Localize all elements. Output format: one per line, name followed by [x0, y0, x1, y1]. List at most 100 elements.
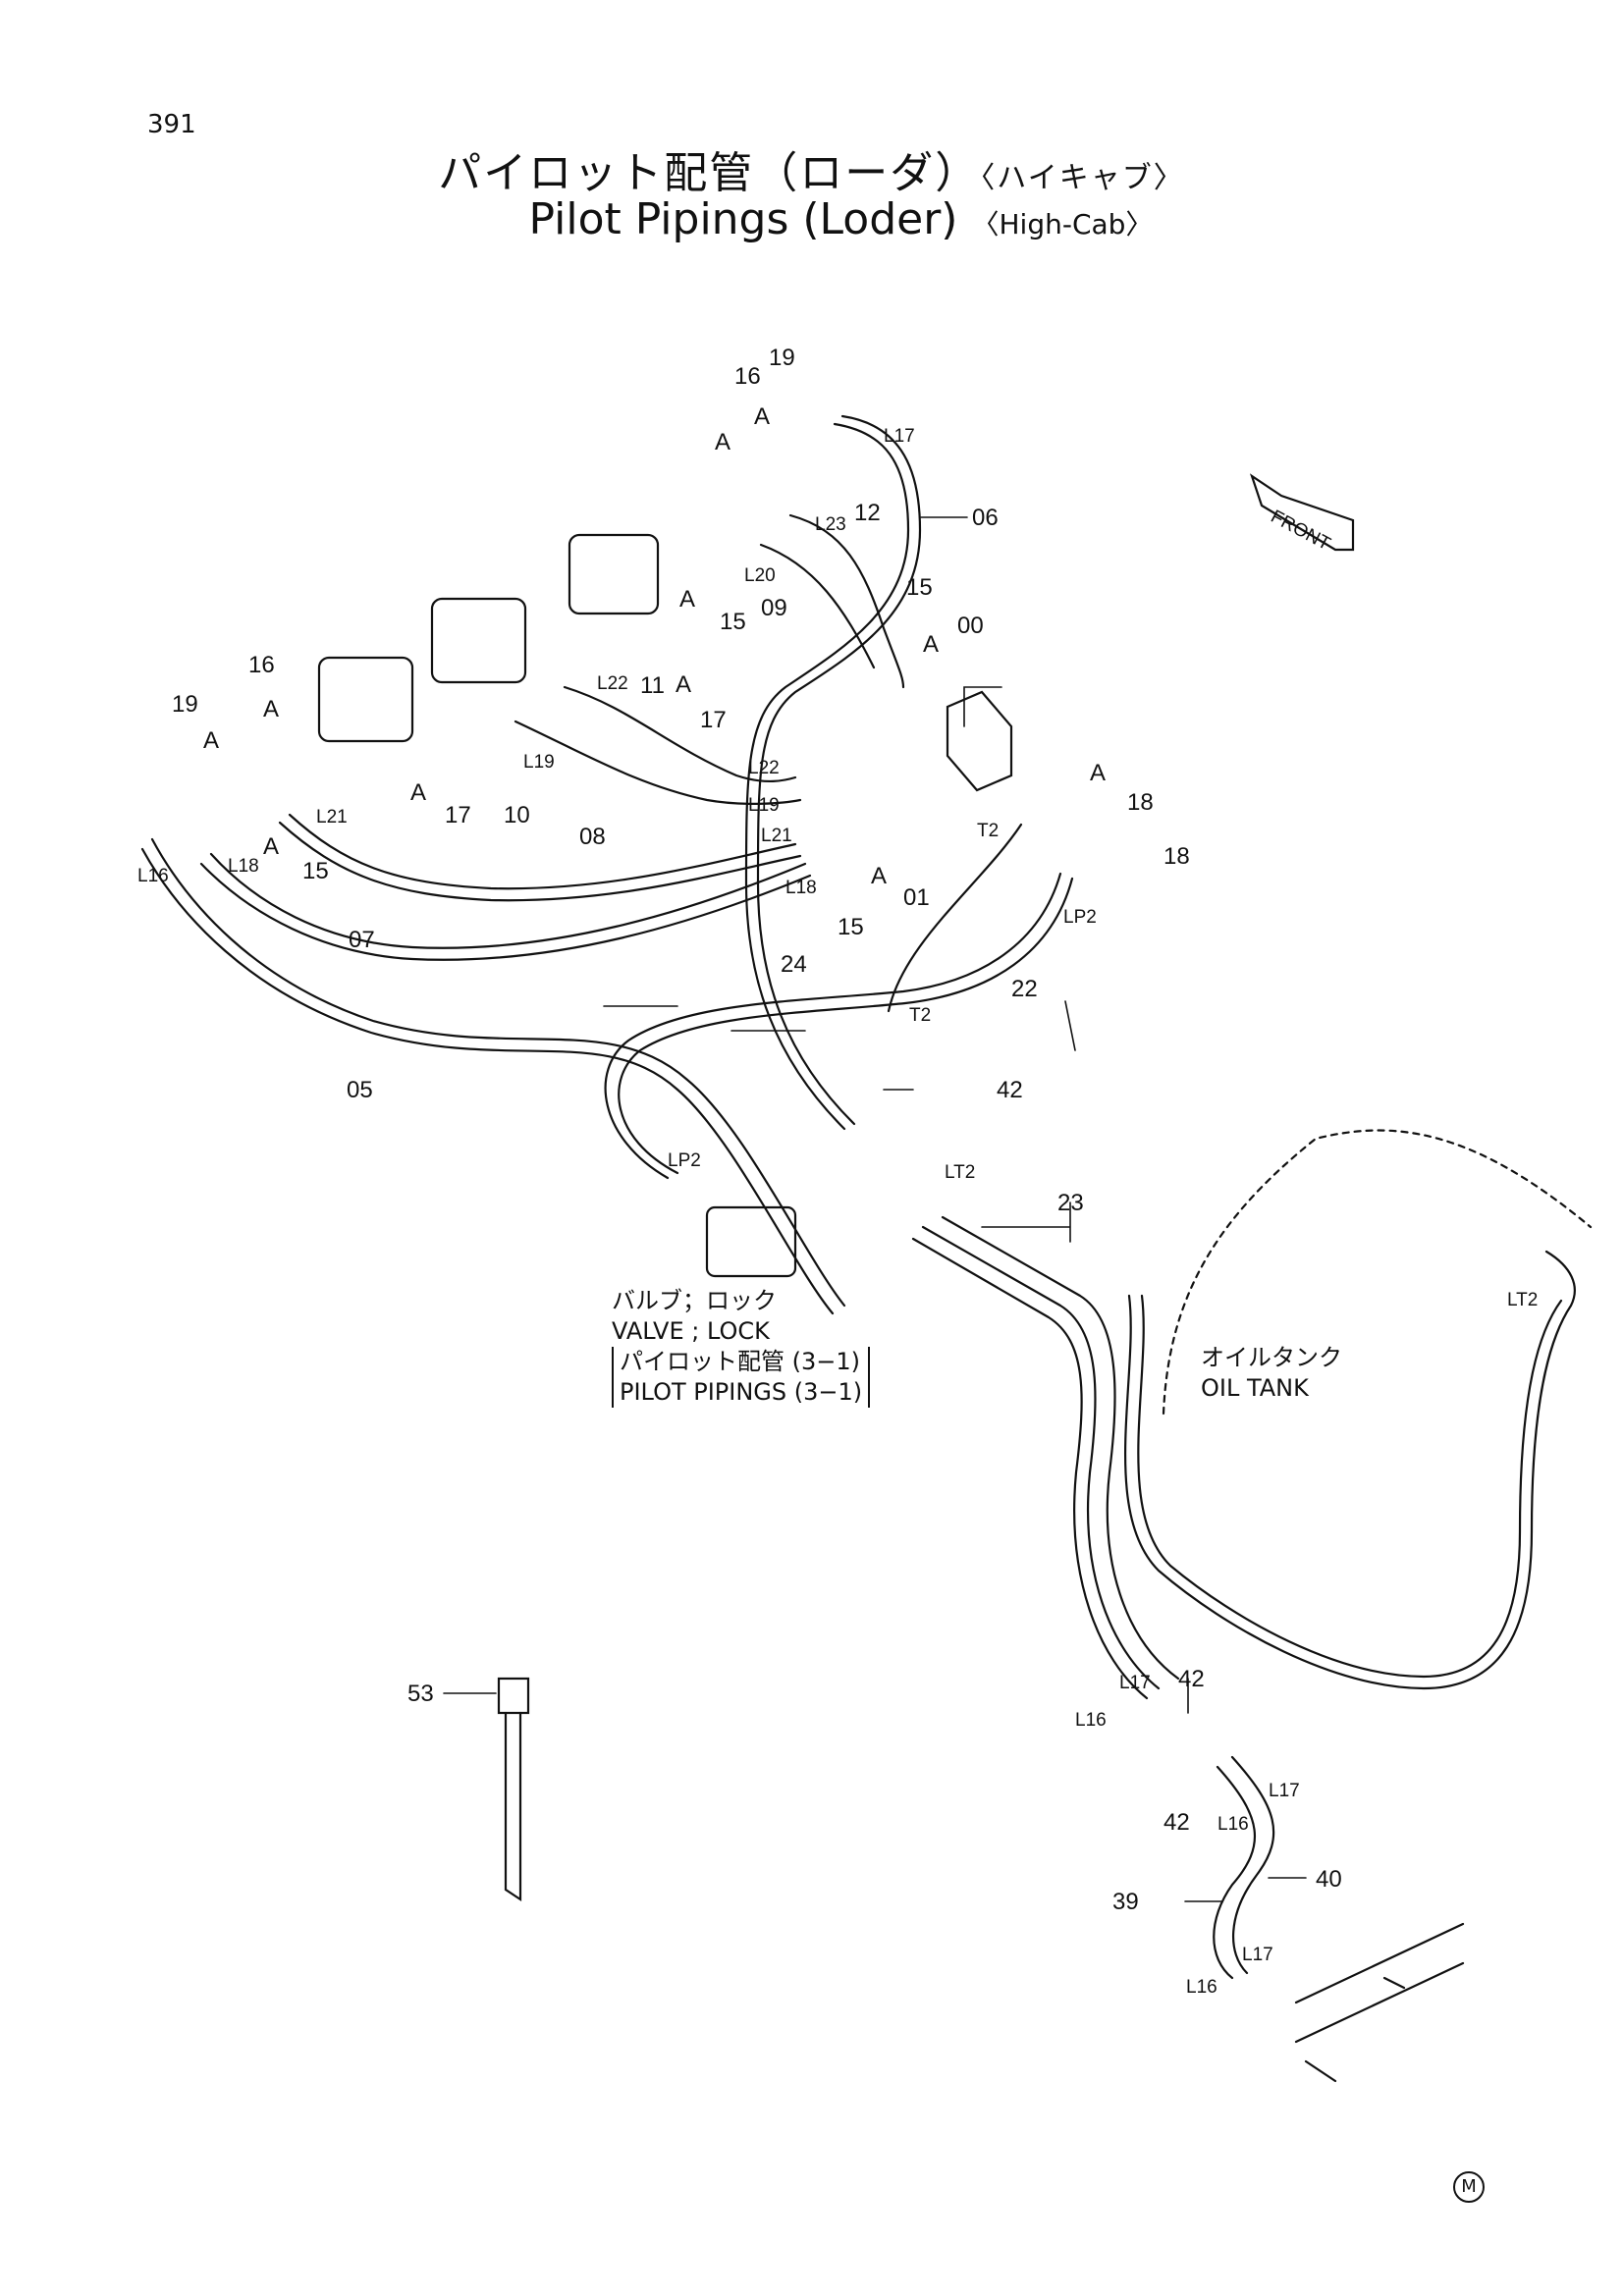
hose-06 — [744, 422, 910, 1131]
oil-tank-jp: オイルタンク — [1201, 1344, 1342, 1371]
valve-lock-note: バルブ；ロック VALVE ; LOCK パイロット配管 (3−1) PILOT… — [612, 1286, 871, 1408]
hose-23a — [921, 1225, 1161, 1690]
hose-39 — [1213, 1765, 1256, 1980]
pilot-valve-1 — [568, 533, 660, 615]
hose-12 — [788, 513, 905, 689]
front-label: FRONT — [1268, 507, 1334, 555]
port-l21: L21 — [316, 807, 348, 828]
part-19: 19 — [172, 691, 198, 718]
part-15: 15 — [302, 858, 329, 884]
hose-23b — [911, 1237, 1149, 1700]
hose-05 — [150, 837, 846, 1308]
port-l17: L17 — [1242, 1945, 1273, 1965]
port-l17: L17 — [1269, 1781, 1300, 1801]
hose-lt2b — [1137, 1294, 1563, 1679]
valve-lock-jp: バルブ；ロック — [612, 1287, 777, 1314]
valve-lock-ref-jp: パイロット配管 (3−1) — [620, 1348, 861, 1375]
part-42: 42 — [997, 1077, 1023, 1103]
part-17: 17 — [445, 802, 471, 828]
maker-mark: M — [1453, 2171, 1485, 2203]
hose-22 — [604, 872, 1062, 1180]
part-15: 15 — [906, 574, 933, 601]
hose-07b — [199, 862, 812, 961]
part-19: 19 — [769, 345, 795, 371]
valve-lock-ref-en: PILOT PIPINGS (3−1) — [620, 1378, 863, 1406]
section-a: A — [676, 671, 691, 698]
valve-lock-body — [705, 1205, 797, 1278]
port-l23: L23 — [815, 514, 846, 535]
section-a: A — [679, 586, 695, 613]
section-a: A — [754, 403, 770, 430]
cable-tie-53 — [497, 1677, 530, 1715]
hose-06b — [756, 414, 922, 1126]
part-18: 18 — [1127, 789, 1154, 816]
section-a: A — [410, 779, 426, 806]
port-l17: L17 — [884, 426, 915, 447]
hose-24 — [887, 823, 1023, 1013]
hose-10 — [288, 813, 797, 890]
part-12: 12 — [854, 500, 881, 526]
leader-lines — [443, 516, 1307, 1902]
part-23: 23 — [1057, 1190, 1084, 1216]
port-l18: L18 — [228, 856, 259, 877]
title-en-main: Pilot Pipings (Loder) — [528, 194, 958, 244]
part-40: 40 — [1316, 1866, 1342, 1893]
part-22: 22 — [1011, 976, 1038, 1002]
hose-22b — [618, 877, 1074, 1175]
hose-10b — [278, 821, 802, 902]
port-lt2: LT2 — [945, 1162, 975, 1183]
port-l22: L22 — [597, 673, 628, 694]
port-l17: L17 — [1119, 1673, 1151, 1693]
section-a: A — [715, 429, 730, 455]
part-16: 16 — [734, 363, 761, 390]
part-00: 00 — [957, 613, 984, 639]
part-07: 07 — [349, 927, 375, 953]
oil-tank-en: OIL TANK — [1201, 1374, 1309, 1402]
port-l16: L16 — [1217, 1814, 1249, 1835]
front-arrow-icon — [1249, 473, 1355, 552]
port-l16: L16 — [1075, 1710, 1107, 1731]
part-11: 11 — [640, 672, 665, 699]
part-39: 39 — [1112, 1889, 1139, 1915]
port-l16: L16 — [1186, 1977, 1217, 1998]
port-l19: L19 — [523, 752, 555, 773]
port-l22: L22 — [748, 758, 780, 778]
port-l18: L18 — [785, 878, 817, 898]
section-a: A — [263, 833, 279, 860]
port-l20: L20 — [744, 565, 776, 586]
pilot-valve-3 — [317, 656, 414, 743]
port-l16: L16 — [137, 866, 169, 886]
callout-labels: 19 16 06 12 09 15 17 11 15 00 16 19 17 1… — [137, 345, 1538, 1998]
section-a: A — [203, 727, 219, 754]
port-lp2: LP2 — [668, 1150, 701, 1171]
page-title-en: Pilot Pipings (Loder) 〈High-Cab〉 — [0, 194, 1623, 244]
pipe-lines — [140, 414, 1593, 2083]
hose-07 — [209, 852, 807, 949]
page-number: 391 — [147, 110, 196, 139]
valve-lock-ref: パイロット配管 (3−1) PILOT PIPINGS (3−1) — [612, 1347, 871, 1408]
part-08: 08 — [579, 824, 606, 850]
part-15: 15 — [838, 914, 864, 940]
hose-lt2 — [1123, 1250, 1576, 1690]
section-a: A — [871, 863, 887, 889]
oil-tank-outline — [1162, 1129, 1593, 1415]
page-title-jp: パイロット配管（ローダ）〈ハイキャブ〉 — [0, 137, 1623, 200]
port-lp2: LP2 — [1063, 907, 1097, 928]
title-jp-main: パイロット配管（ローダ） — [438, 148, 981, 198]
part-42: 42 — [1163, 1809, 1190, 1836]
hose-11 — [563, 685, 797, 782]
section-a: A — [263, 696, 279, 722]
hose-40 — [1230, 1755, 1275, 1975]
hose-08 — [514, 720, 802, 805]
oil-tank-note: オイルタンク OIL TANK — [1201, 1343, 1342, 1404]
port-t2: T2 — [909, 1005, 931, 1026]
section-a: A — [1090, 760, 1106, 786]
junction-block-00 — [946, 690, 1013, 792]
port-l21: L21 — [761, 826, 792, 846]
port-t2: T2 — [977, 821, 999, 841]
part-16: 16 — [248, 652, 275, 678]
title-jp-sub: 〈ハイキャブ〉 — [980, 161, 1185, 195]
part-09: 09 — [761, 595, 787, 621]
part-06: 06 — [972, 505, 999, 531]
